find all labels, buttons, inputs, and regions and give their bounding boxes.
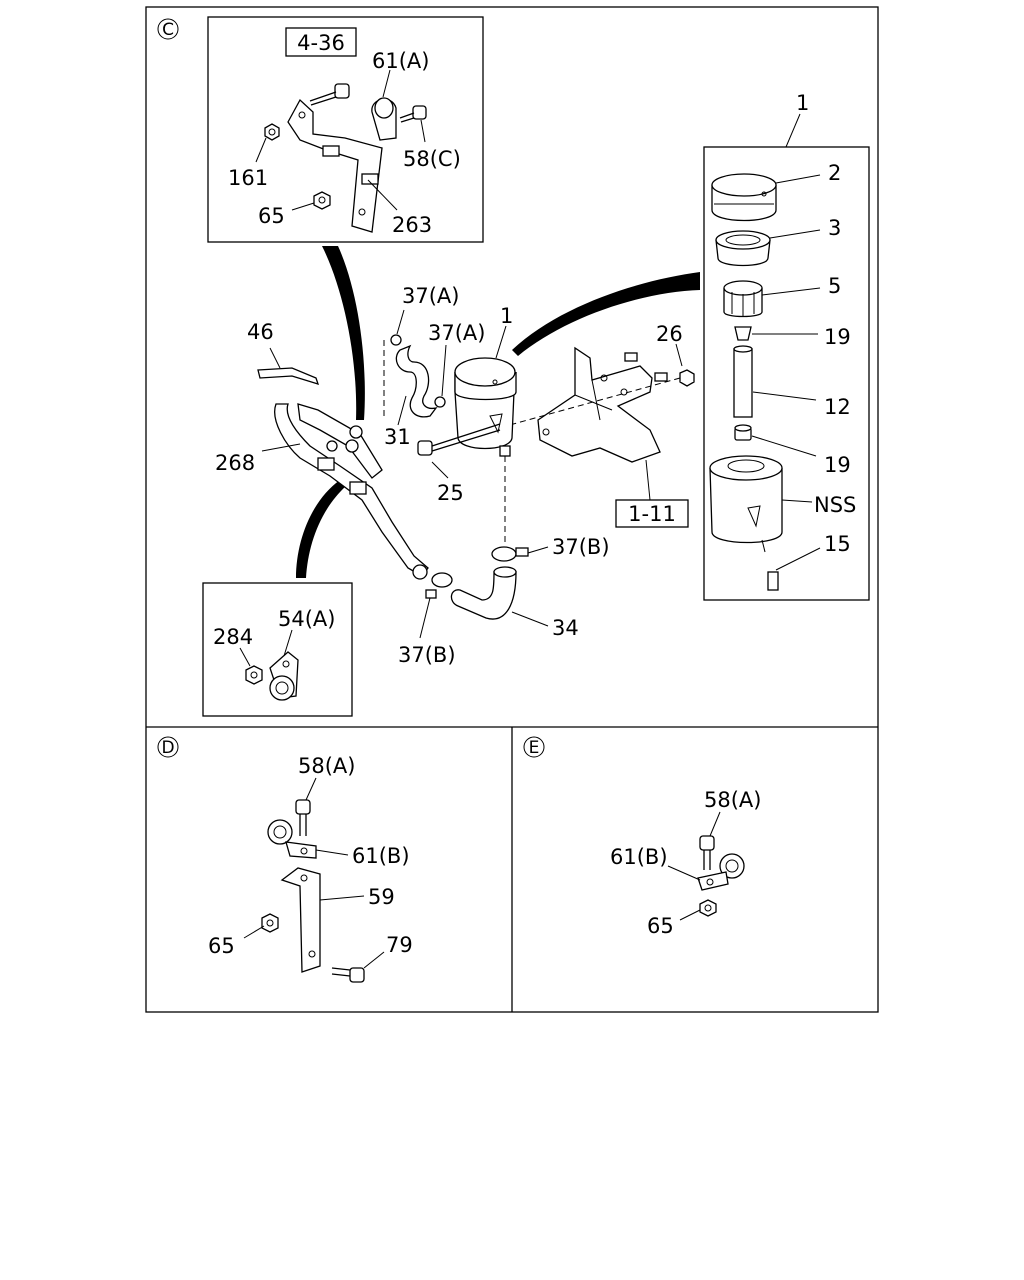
label-d-65: 65 — [208, 934, 235, 958]
inset-bracket-detail: 4-36 — [207, 16, 484, 243]
section-d-detail: 58(A) 61(B) 59 65 79 — [208, 754, 413, 983]
stud-icon — [361, 173, 379, 185]
bolt-icon — [309, 83, 350, 106]
bracket-plate-icon — [287, 98, 383, 233]
label-d-59: 59 — [368, 885, 395, 909]
inset-frame-bottom — [202, 582, 353, 717]
ref-4-36-text: 4-36 — [297, 31, 345, 55]
bolt-25-icon: 25 — [417, 423, 501, 505]
filter-element-icon — [767, 571, 779, 591]
label-65: 65 — [258, 204, 285, 228]
inset-frame-top — [207, 16, 484, 243]
label-61a: 61(A) — [372, 49, 429, 73]
clip-61b-e-icon — [697, 853, 745, 891]
label-d-61b: 61(B) — [352, 844, 410, 868]
label-e-61b: 61(B) — [610, 845, 668, 869]
label-31: 31 — [384, 425, 411, 449]
label-34: 34 — [552, 616, 579, 640]
label-15: 15 — [824, 532, 851, 556]
label-2: 2 — [828, 161, 841, 185]
clip-icon — [371, 97, 397, 141]
main-assembly: 1-11 26 1 25 — [215, 284, 695, 667]
clip-61b-icon — [267, 819, 317, 859]
section-e-detail: 58(A) 61(B) 65 — [610, 788, 761, 938]
label-nss: NSS — [814, 493, 856, 517]
reservoir-tank-icon: 1 — [454, 304, 517, 457]
nut-161-icon — [264, 123, 280, 141]
alignment-line — [505, 377, 681, 427]
hose-clamp-37b-icon: 37(B) — [398, 572, 456, 667]
frame-bracket-icon — [537, 346, 668, 463]
hose-31-icon — [395, 344, 438, 418]
spacer-icon — [734, 326, 752, 341]
hose-34-icon: 34 — [450, 566, 579, 640]
section-c-letter: C — [162, 20, 174, 40]
label-3: 3 — [828, 216, 841, 240]
label-161: 161 — [228, 166, 268, 190]
section-e-letter: E — [529, 738, 540, 758]
label-tank-1: 1 — [500, 304, 513, 328]
cap-icon — [711, 173, 777, 222]
gasket-icon — [715, 230, 771, 267]
bolt-26-icon: 26 — [656, 322, 695, 387]
reservoir-body-icon — [709, 455, 783, 553]
nut-284-icon — [245, 665, 263, 685]
section-marker-e: E — [523, 736, 545, 758]
frames — [145, 6, 879, 1013]
label-kit-1: 1 — [796, 91, 809, 115]
label-5: 5 — [828, 274, 841, 298]
callout-swoosh-right — [512, 272, 700, 356]
inset-clip-detail: 284 54(A) — [202, 582, 353, 717]
label-12: 12 — [824, 395, 851, 419]
label-268: 268 — [215, 451, 255, 475]
hose-clamp-37a-icon — [390, 334, 446, 408]
label-37b-2: 37(B) — [398, 643, 456, 667]
label-d-58a: 58(A) — [298, 754, 355, 778]
label-37a-2: 37(A) — [428, 321, 485, 345]
nut-65-d-icon — [261, 913, 279, 933]
bracket-59-icon — [280, 867, 321, 973]
tube-icon — [733, 345, 753, 418]
label-d-79: 79 — [386, 933, 413, 957]
tank-kit-panel: 1 — [703, 91, 870, 601]
section-marker-d: D — [157, 736, 179, 758]
section-d-letter: D — [161, 738, 174, 758]
label-263: 263 — [392, 213, 432, 237]
label-58c: 58(C) — [403, 147, 461, 171]
label-19-upper: 19 — [824, 325, 851, 349]
bolt-79-icon — [331, 967, 365, 983]
label-284: 284 — [213, 625, 253, 649]
label-37a-1: 37(A) — [402, 284, 459, 308]
ref-box-1-11 — [615, 499, 689, 528]
nut-65-e-icon — [699, 899, 717, 917]
spacer-icon — [734, 424, 752, 441]
strainer-icon — [723, 280, 763, 318]
bolt-58a-icon — [295, 799, 311, 836]
ref-1-11-text: 1-11 — [628, 502, 676, 526]
hose-clamp-37b-icon: 37(B) — [491, 535, 610, 562]
label-25: 25 — [437, 481, 464, 505]
label-26: 26 — [656, 322, 683, 346]
pipe-46-icon: 46 — [247, 320, 320, 385]
stud-icon — [322, 145, 340, 157]
callout-swoosh-bottom — [296, 480, 346, 578]
ref-box-4-36 — [285, 27, 357, 57]
label-37b-1: 37(B) — [552, 535, 610, 559]
bolt-58c-icon — [399, 105, 427, 123]
label-54a: 54(A) — [278, 607, 335, 631]
pipe-268-icon: 268 — [215, 403, 429, 580]
section-marker-c: C — [157, 18, 179, 40]
callout-swoosh-top — [322, 246, 365, 420]
label-e-65: 65 — [647, 914, 674, 938]
bolt-58a-e-icon — [699, 835, 715, 870]
label-e-58a: 58(A) — [704, 788, 761, 812]
nut-65-icon — [313, 191, 331, 210]
clip-54a-icon — [269, 651, 299, 701]
label-19-lower: 19 — [824, 453, 851, 477]
label-46: 46 — [247, 320, 274, 344]
